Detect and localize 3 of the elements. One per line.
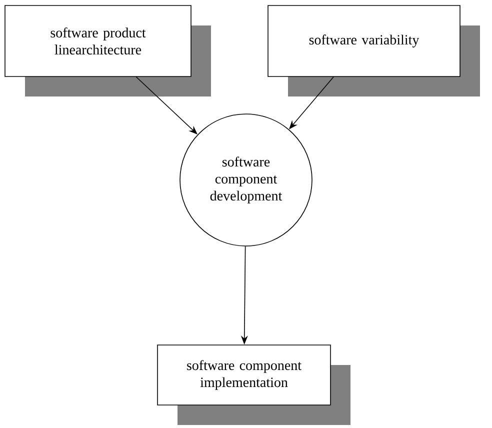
process-box: software product linearchitecture bbox=[4, 5, 211, 96]
process-box: software variability bbox=[268, 5, 480, 96]
process-box: software component implementation bbox=[157, 344, 350, 425]
